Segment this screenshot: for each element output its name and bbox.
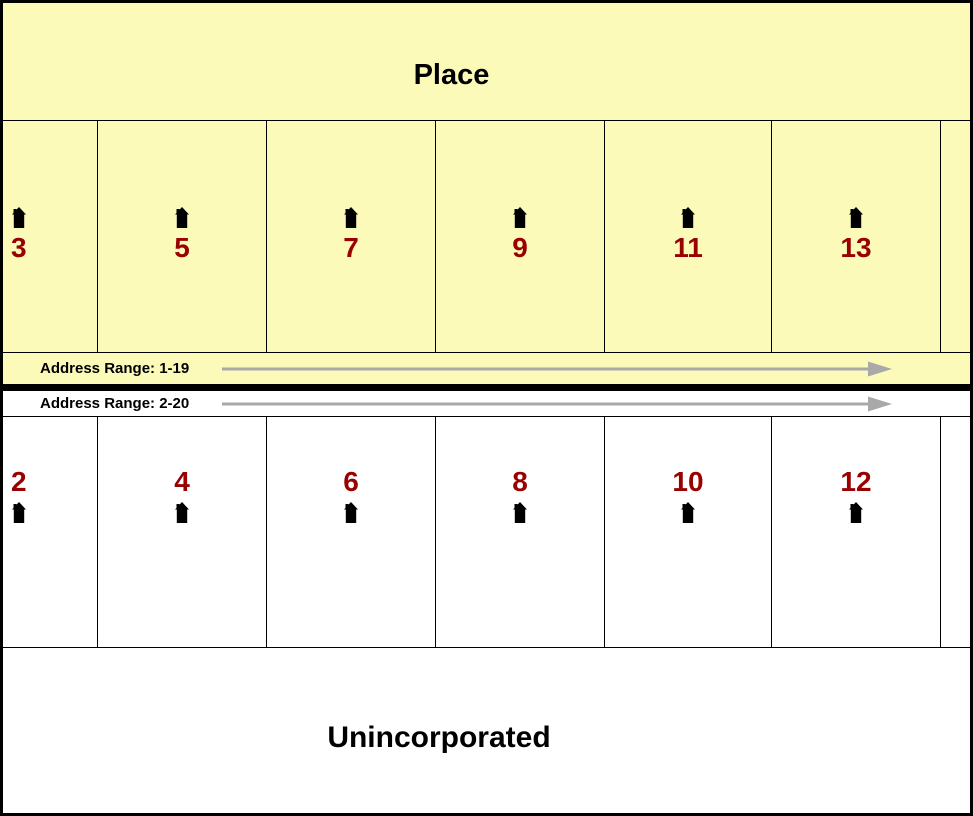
house-marker: 7 xyxy=(343,121,359,352)
house-marker: 10 xyxy=(672,417,704,647)
house-number: 7 xyxy=(343,232,359,263)
parcel-cell: 2 xyxy=(3,417,98,647)
house-number: 13 xyxy=(840,232,872,263)
house-icon xyxy=(174,207,189,228)
house-marker: 11 xyxy=(673,121,703,352)
right-arrow-icon xyxy=(222,395,894,413)
parcel-cell-partial xyxy=(941,121,970,352)
parcel-cell: 6 xyxy=(267,417,436,647)
house-number: 5 xyxy=(174,232,190,263)
house-icon xyxy=(343,207,358,228)
house-icon xyxy=(680,207,695,228)
parcel-cell: 10 xyxy=(605,417,772,647)
parcel-cell: 9 xyxy=(436,121,605,352)
house-number: 8 xyxy=(512,466,528,497)
place-title: Place xyxy=(413,59,490,91)
house-marker: 5 xyxy=(174,121,190,352)
even-address-range-strip: Address Range: 2-20 xyxy=(3,391,970,417)
house-icon xyxy=(512,207,527,228)
house-number: 2 xyxy=(11,466,27,497)
house-icon xyxy=(849,207,863,228)
unincorporated-title: Unincorporated xyxy=(327,720,551,754)
house-marker: 4 xyxy=(174,417,190,647)
house-icon xyxy=(343,502,358,523)
house-marker: 9 xyxy=(512,121,528,352)
parcel-cell: 5 xyxy=(98,121,267,352)
house-icon xyxy=(174,502,189,523)
odd-address-range-label: Address Range: 1-19 xyxy=(40,360,190,377)
house-number: 6 xyxy=(343,466,359,497)
house-marker: 8 xyxy=(512,417,528,647)
house-marker: 6 xyxy=(343,417,359,647)
house-number: 4 xyxy=(174,466,190,497)
parcel-cell: 3 xyxy=(3,121,98,352)
parcel-cell: 7 xyxy=(267,121,436,352)
house-number: 12 xyxy=(840,466,872,497)
parcel-cell: 12 xyxy=(772,417,941,647)
even-parcel-row: 2 4 6 8 10 xyxy=(3,417,970,648)
house-number: 10 xyxy=(672,466,704,497)
odd-parcel-row: 3 5 7 9 11 xyxy=(3,121,970,353)
house-number: 11 xyxy=(673,232,703,263)
house-icon xyxy=(512,502,527,523)
house-marker: 3 xyxy=(3,121,27,352)
even-address-range-label: Address Range: 2-20 xyxy=(40,395,190,412)
place-band: Place xyxy=(3,3,970,121)
house-icon xyxy=(11,207,26,228)
house-marker: 12 xyxy=(840,417,872,647)
house-marker: 2 xyxy=(3,417,27,647)
house-icon xyxy=(849,502,863,523)
unincorporated-band: Unincorporated xyxy=(3,648,970,813)
parcel-cell: 4 xyxy=(98,417,267,647)
street-centerline xyxy=(3,384,970,391)
odd-address-range-strip: Address Range: 1-19 xyxy=(3,353,970,384)
parcel-cell: 8 xyxy=(436,417,605,647)
parcel-cell-partial xyxy=(941,417,970,647)
right-arrow-icon xyxy=(222,360,894,378)
house-icon xyxy=(11,502,26,523)
parcel-cell: 11 xyxy=(605,121,772,352)
house-marker: 13 xyxy=(840,121,872,352)
house-icon xyxy=(681,502,695,523)
house-number: 9 xyxy=(512,232,528,263)
parcel-cell: 13 xyxy=(772,121,941,352)
house-number: 3 xyxy=(11,232,27,263)
